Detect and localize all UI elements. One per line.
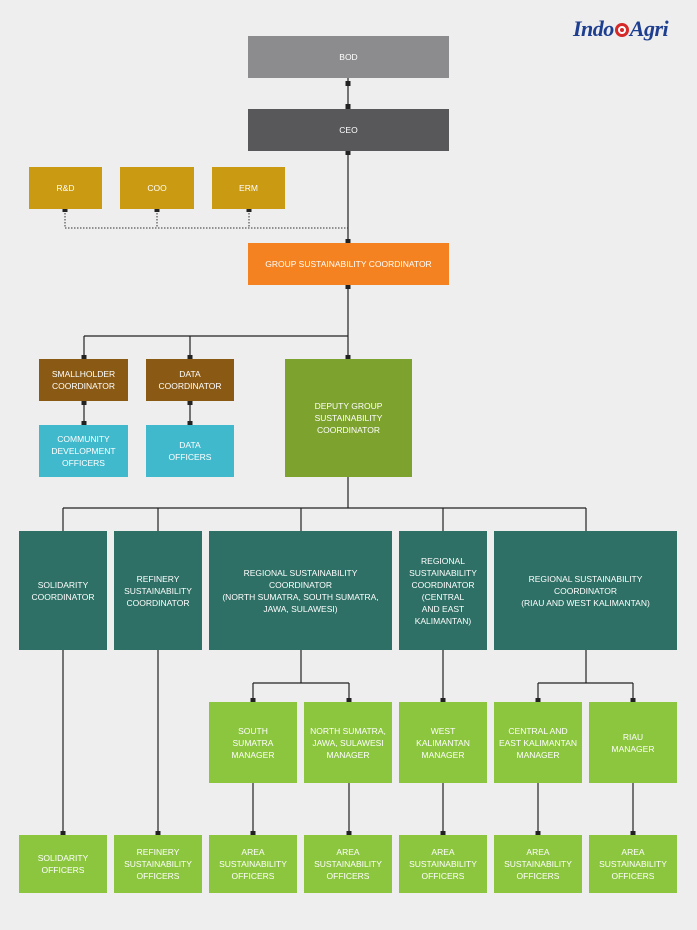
node-rnd: R&D: [29, 167, 102, 209]
node-riau-manager: RIAU MANAGER: [589, 702, 677, 783]
node-coo: COO: [120, 167, 194, 209]
node-smallholder-coordinator: SMALLHOLDER COORDINATOR: [39, 359, 128, 401]
node-central-east-kalimantan-manager: CENTRAL AND EAST KALIMANTAN MANAGER: [494, 702, 582, 783]
node-area-sustainability-officers: AREA SUSTAINABILITY OFFICERS: [589, 835, 677, 893]
node-refinery-sustainability-officers: REFINERY SUSTAINABILITY OFFICERS: [114, 835, 202, 893]
node-regional-coordinator-north: REGIONAL SUSTAINABILITY COORDINATOR (NOR…: [209, 531, 392, 650]
logo-text-agri: Agri: [629, 16, 669, 41]
node-ceo: CEO: [248, 109, 449, 151]
node-data-officers: DATA OFFICERS: [146, 425, 234, 477]
node-group-sustainability-coordinator: GROUP SUSTAINABILITY COORDINATOR: [248, 243, 449, 285]
node-area-sustainability-officers: AREA SUSTAINABILITY OFFICERS: [494, 835, 582, 893]
node-refinery-sustainability-coordinator: REFINERY SUSTAINABILITY COORDINATOR: [114, 531, 202, 650]
node-regional-coordinator-riau-west: REGIONAL SUSTAINABILITY COORDINATOR (RIA…: [494, 531, 677, 650]
node-area-sustainability-officers: AREA SUSTAINABILITY OFFICERS: [304, 835, 392, 893]
node-north-sumatra-manager: NORTH SUMATRA, JAWA, SULAWESI MANAGER: [304, 702, 392, 783]
node-solidarity-coordinator: SOLIDARITY COORDINATOR: [19, 531, 107, 650]
logo-ring-icon: [614, 23, 629, 37]
node-south-sumatra-manager: SOUTH SUMATRA MANAGER: [209, 702, 297, 783]
logo-text-indo: Indo: [573, 16, 614, 41]
node-deputy-group-sustainability-coordinator: DEPUTY GROUP SUSTAINABILITY COORDINATOR: [285, 359, 412, 477]
node-west-kalimantan-manager: WEST KALIMANTAN MANAGER: [399, 702, 487, 783]
node-bod: BOD: [248, 36, 449, 78]
indoagri-logo: Indo Agri: [573, 16, 669, 42]
node-solidarity-officers: SOLIDARITY OFFICERS: [19, 835, 107, 893]
node-area-sustainability-officers: AREA SUSTAINABILITY OFFICERS: [399, 835, 487, 893]
node-regional-coordinator-central-east: REGIONAL SUSTAINABILITY COORDINATOR (CEN…: [399, 531, 487, 650]
node-community-development-officers: COMMUNITY DEVELOPMENT OFFICERS: [39, 425, 128, 477]
node-erm: ERM: [212, 167, 285, 209]
node-area-sustainability-officers: AREA SUSTAINABILITY OFFICERS: [209, 835, 297, 893]
node-data-coordinator: DATA COORDINATOR: [146, 359, 234, 401]
